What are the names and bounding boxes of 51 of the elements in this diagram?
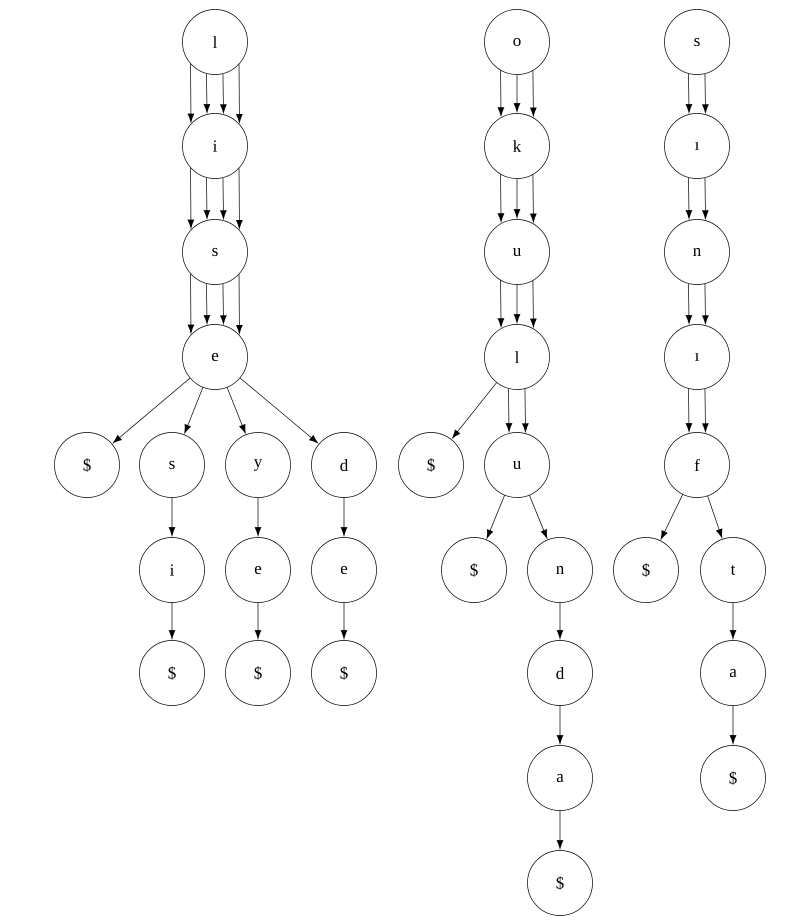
arrow: [506, 388, 512, 432]
arrow: [204, 73, 210, 113]
arrow: [556, 706, 564, 744]
arrow: [498, 280, 504, 328]
arrow: [530, 280, 537, 328]
arrow: [514, 284, 520, 323]
arrow: [220, 178, 227, 220]
arrow: [240, 378, 318, 444]
arrow: [188, 64, 194, 122]
arrow: [188, 168, 194, 228]
arrow: [707, 496, 722, 538]
arrow: [236, 64, 243, 123]
arrow: [530, 70, 537, 116]
arrow: [730, 602, 736, 639]
arrow: [660, 494, 683, 540]
arrow: [529, 495, 548, 539]
arrow: [686, 73, 692, 113]
arrow: [514, 178, 520, 218]
arrow: [220, 284, 227, 324]
arrow: [236, 274, 243, 334]
arrow: [188, 274, 194, 334]
arrow: [730, 706, 736, 744]
arrow: [254, 498, 262, 536]
arrow: [236, 168, 243, 229]
arrow: [498, 70, 504, 116]
arrow: [226, 387, 246, 434]
arrow: [486, 495, 505, 539]
arrow: [556, 602, 564, 639]
arrow: [702, 388, 709, 432]
arrow: [112, 378, 190, 444]
arrow: [204, 177, 210, 219]
arrow: [702, 284, 709, 324]
arrow: [556, 810, 564, 849]
arrow: [168, 602, 176, 639]
arrow: [514, 74, 520, 112]
arrow: [340, 498, 348, 536]
arrow: [522, 388, 529, 432]
arrow: [530, 174, 537, 222]
arrow: [702, 74, 709, 114]
arrow: [686, 388, 692, 432]
arrow: [184, 387, 204, 434]
arrow: [220, 74, 227, 114]
arrow: [168, 498, 176, 536]
arrow: [702, 178, 709, 220]
arrow: [254, 602, 262, 639]
arrow: [204, 283, 210, 324]
arrow: [498, 174, 504, 222]
arrow: [686, 177, 692, 219]
arrow: [686, 283, 692, 324]
arrow: [452, 382, 497, 438]
arrow: [340, 602, 348, 639]
